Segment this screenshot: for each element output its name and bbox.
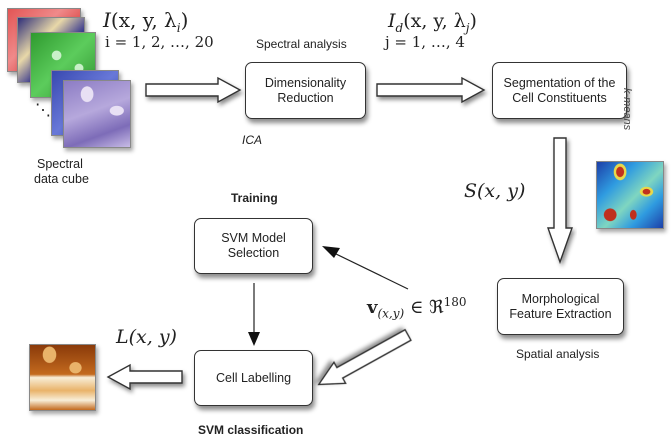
cube-caption-line1: Spectral — [37, 157, 83, 171]
spectral-band-tile — [63, 80, 131, 148]
spatial-analysis-label: Spatial analysis — [516, 347, 600, 361]
svm-classification-label: SVM classification — [198, 423, 304, 437]
block-arrow-cube-to-reduction — [145, 76, 242, 104]
cube-ellipsis: ⋱ — [35, 102, 51, 119]
block-arrow-labelling-to-output — [106, 363, 183, 391]
ica-label: ICA — [242, 133, 263, 147]
arrow-features-to-svm-model — [333, 252, 409, 290]
training-label: Training — [231, 191, 278, 205]
feature-vector-formula: v(x,y) ∈ ℜ180 — [367, 295, 467, 321]
labelled-image-thumbnail — [29, 344, 96, 411]
cell-labelling-box: Cell Labelling — [194, 350, 313, 406]
kmeans-label: k-means — [621, 88, 633, 131]
input-formula: I(x, y, λi) — [103, 8, 189, 35]
spectral-analysis-label: Spectral analysis — [256, 37, 347, 51]
segmentation-formula: S(x, y) — [464, 180, 526, 202]
cube-caption-line2: data cube — [34, 172, 89, 186]
block-arrow-segmentation-to-morphological — [547, 137, 573, 265]
segmentation-map-thumbnail — [596, 161, 664, 229]
block-arrow-features-to-labelling — [317, 328, 412, 386]
block-arrow-reduction-to-segmentation — [376, 76, 486, 104]
arrowhead-svm-model-to-labelling — [248, 332, 260, 346]
labels-formula: L(x, y) — [116, 326, 177, 348]
reduced-image-formula: Id(x, y, λj) — [388, 10, 477, 35]
input-index-range: i = 1, 2, …, 20 — [105, 33, 214, 51]
reduced-index-range: j = 1, …, 4 — [385, 33, 465, 51]
arrowhead-features-to-svm-model — [322, 246, 340, 258]
